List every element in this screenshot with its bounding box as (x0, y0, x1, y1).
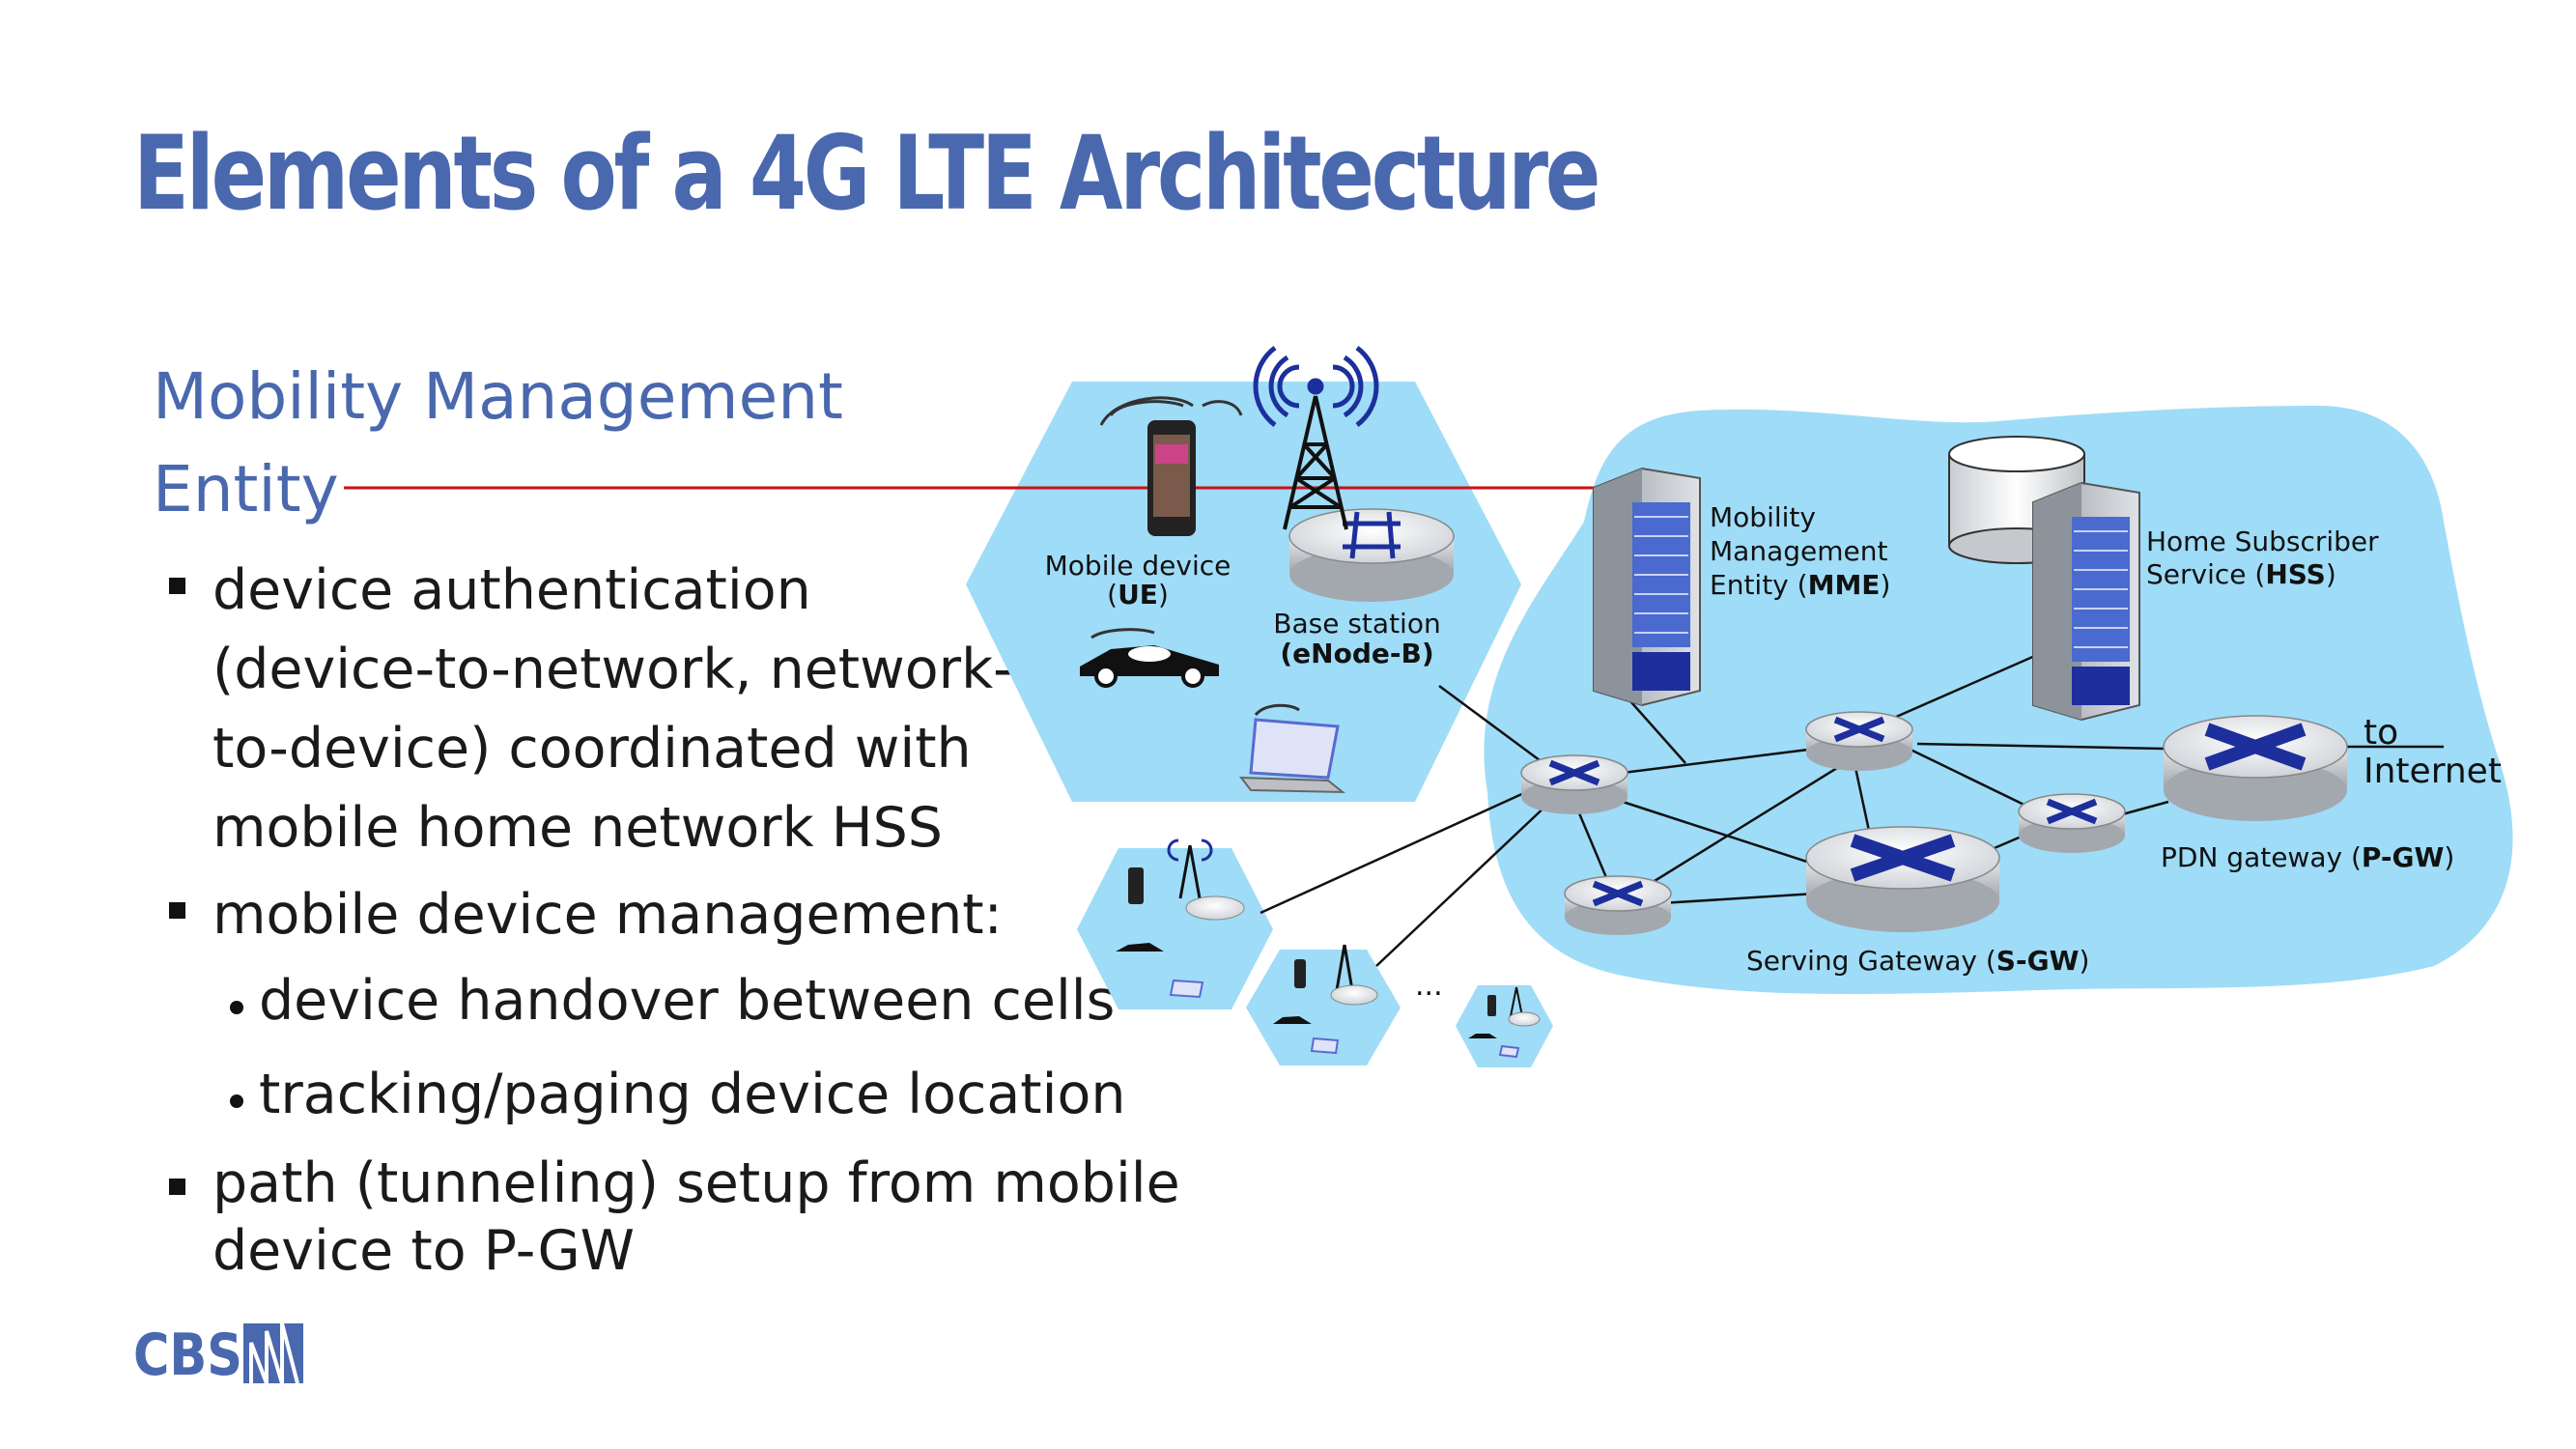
base-station-abbr: eNode-B (1292, 638, 1422, 669)
smartphone-icon (1147, 420, 1196, 536)
hss-label-line-1: Home Subscriber (2146, 526, 2379, 557)
bullet-1-line-4: mobile home network HSS (212, 796, 943, 860)
bullet-2-line-1: mobile device management: (212, 883, 1003, 947)
bullet-3-line-2: device to P-GW (212, 1219, 635, 1283)
cbs-logo: CBS (133, 1321, 242, 1389)
internet-label-line-1: to (2364, 713, 2398, 753)
core-network-cloud (1484, 406, 2513, 995)
router-bottom-left (1564, 875, 1672, 935)
more-cells-ellipsis: ... (1415, 969, 1443, 1003)
phone-signal-icon (1099, 396, 1243, 426)
router-right (2018, 793, 2126, 853)
cbs-logo-mark-icon (243, 1323, 303, 1383)
bullet-1: device authentication (device-to-network… (212, 551, 1013, 867)
hss-abbr: HSS (2265, 558, 2326, 590)
link (1641, 761, 1846, 891)
mme-server-icon (1593, 467, 1701, 707)
base-station-abbr-line: (eNode-B) (1280, 638, 1433, 669)
cbs-logo-text: CBS (133, 1321, 243, 1389)
pgw-label: PDN gateway (P-GW) (2161, 841, 2454, 873)
mme-label-line-1: Mobility (1710, 501, 1816, 533)
small-cell-1-devices (1116, 838, 1245, 999)
mobile-device-abbr: UE (1118, 579, 1158, 611)
small-cell-hexagon-2 (1246, 950, 1401, 1065)
mobile-device-abbr-line: (UE) (1107, 579, 1169, 611)
section-heading-line-2: Entity (153, 452, 339, 526)
link (1660, 892, 1817, 905)
sub-bullet-marker (230, 1094, 243, 1108)
link (1853, 762, 1871, 832)
link-cell1-router (1260, 790, 1527, 915)
cell-tower-icon (1283, 395, 1348, 530)
router-top (1805, 711, 1913, 771)
bullet-1-line-2: (device-to-network, network- (212, 638, 1013, 701)
sgw-router-icon (1805, 826, 2000, 932)
internet-label-line-2: Internet (2364, 752, 2502, 791)
small-cell-hexagon-1 (1077, 848, 1273, 1009)
small-cell-2-devices (1273, 944, 1378, 1055)
main-cell-hexagon (966, 382, 1521, 802)
bullet-3-line-1: path (tunneling) setup from mobile (212, 1151, 1180, 1215)
bullet-marker (169, 578, 185, 594)
slide-title: Elements of a 4G LTE Architecture (133, 114, 1600, 233)
bullet-1-line-1: device authentication (212, 558, 811, 622)
laptop-icon (1238, 703, 1345, 794)
bullet-marker (169, 1179, 185, 1195)
mme-label-line-3: Entity (MME) (1710, 569, 1890, 601)
mme-label-line-2: Management (1710, 535, 1887, 567)
hss-server-icon (2032, 481, 2140, 722)
link-cell2-router (1375, 801, 1551, 967)
radio-waves-icon (1253, 346, 1379, 427)
bullet-marker (169, 902, 185, 919)
link (1622, 747, 1817, 775)
section-heading-line-1: Mobility Management (153, 359, 843, 434)
router-left (1520, 754, 1628, 814)
small-cell-3-devices (1468, 986, 1541, 1059)
mobile-device-label: Mobile device (1045, 550, 1231, 582)
base-station-router (1288, 508, 1455, 602)
sgw-label: Serving Gateway (S-GW) (1746, 945, 2089, 977)
bullet-3: path (tunneling) setup from mobile devic… (212, 1150, 1180, 1285)
link (1622, 800, 1817, 867)
bullet-1-line-3: to-device) coordinated with (212, 717, 972, 781)
base-station-label: Base station (1273, 608, 1440, 639)
pgw-abbr: P-GW (2362, 841, 2445, 873)
small-cell-hexagon-3 (1456, 985, 1553, 1067)
car-icon (1080, 628, 1219, 688)
sub-bullet-marker (230, 1001, 243, 1014)
link (1916, 742, 2165, 751)
bullet-2: mobile device management: (212, 875, 1003, 954)
sgw-abbr: S-GW (1996, 945, 2080, 977)
sub-bullet-1: device handover between cells (259, 969, 1116, 1033)
sub-bullet-2: tracking/paging device location (259, 1063, 1126, 1126)
hss-label-line-2: Service (HSS) (2146, 558, 2336, 590)
pgw-router-icon (2163, 715, 2348, 821)
mme-abbr: MME (1808, 569, 1881, 601)
